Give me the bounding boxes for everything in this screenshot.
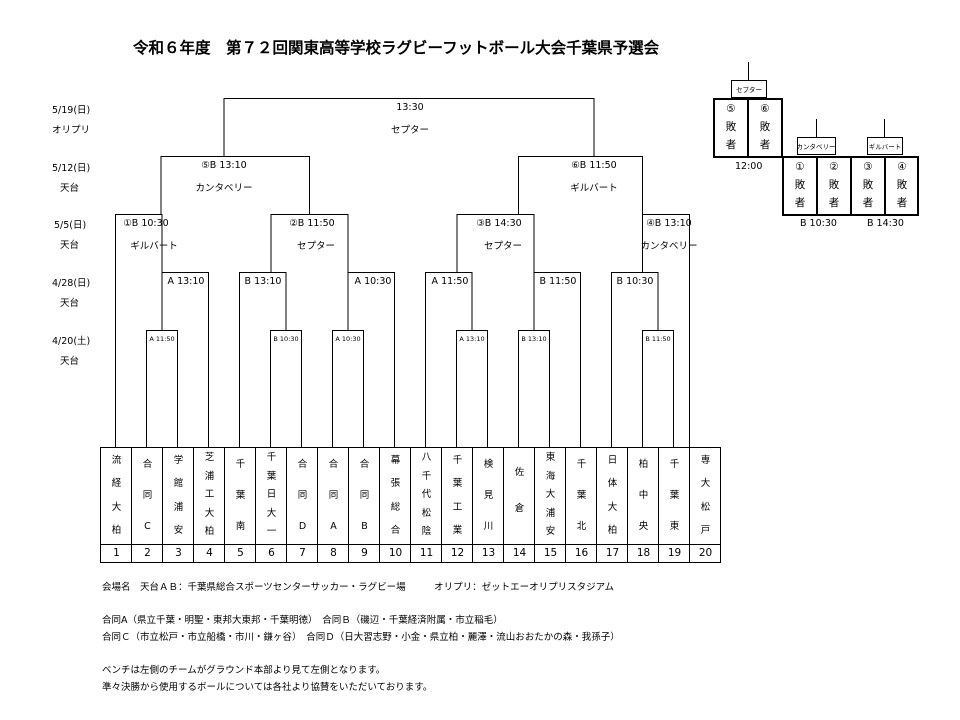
team-name: 八千代松陰 <box>421 452 432 538</box>
team-number: 13 <box>481 547 496 559</box>
page-title: 令和６年度 第７２回関東高等学校ラグビーフットボール大会千葉県予選会 <box>133 39 660 57</box>
team-name: 専大松戸 <box>700 455 711 536</box>
team-name: 流経大柏 <box>111 455 122 536</box>
round2-venue: 天台 <box>60 298 80 309</box>
semifinal-6-time: ⑥B 11:50 <box>571 160 617 171</box>
quarterfinal-4-ball: カンタベリー <box>640 241 698 252</box>
final-venue: オリプリ <box>52 125 91 136</box>
team-number: 16 <box>574 547 589 559</box>
consolation-12-time: B 10:30 <box>800 218 837 229</box>
team-number: 7 <box>299 547 306 559</box>
team-number: 19 <box>667 547 682 559</box>
team-name: 柏中央 <box>638 459 649 532</box>
quarterfinal-date: 5/5(日) <box>54 220 87 231</box>
team-name: 千葉東 <box>669 459 680 532</box>
team-name: 学館浦安 <box>173 455 184 536</box>
semifinal-6-ball: ギルバート <box>570 183 618 194</box>
final-time: 13:30 <box>396 102 424 113</box>
round2-match-time: B 11:50 <box>539 276 577 287</box>
team-number: 10 <box>388 547 403 559</box>
quarterfinal-venue: 天台 <box>60 240 80 251</box>
venue-note: 会場名 天台ＡＢ：千葉県総合スポーツセンターサッカー・ラグビー場 オリプリ：ゼッ… <box>102 582 614 593</box>
quarterfinal-1-ball: ギルバート <box>130 241 178 252</box>
semifinal-5-time: ⑤B 13:10 <box>201 160 247 171</box>
round1-date: 4/20(土) <box>52 336 91 347</box>
round2-match-time: A 11:50 <box>431 276 469 287</box>
quarterfinal-2-ball: セプター <box>296 241 336 252</box>
consolation-56-ball: セプター <box>736 86 762 94</box>
team-number: 4 <box>206 547 213 559</box>
consolation-12-ball: カンタベリー <box>796 143 836 151</box>
team-number: 12 <box>450 547 465 559</box>
team-number: 17 <box>605 547 620 559</box>
team-number: 20 <box>698 547 713 559</box>
round1-match-time: A 13:10 <box>459 335 485 343</box>
consolation-56-time: 12:00 <box>735 161 763 172</box>
bench-note: ベンチは左側のチームがグラウンド本部より見て左側となります。 <box>102 665 386 676</box>
team-number: 15 <box>543 547 558 559</box>
team-number: 5 <box>237 547 244 559</box>
team-number: 6 <box>268 547 275 559</box>
team-name: 芝浦工大柏 <box>204 452 215 538</box>
final-ball: セプター <box>390 125 430 136</box>
joint-team-ab-note: 合同A（県立千葉・明聖・東邦大東邦・千葉明徳） 合同Ｂ（磯辺・千葉経済附属・市立… <box>102 615 503 626</box>
round1-match-time: A 10:30 <box>335 335 361 343</box>
team-name: 幕張総合 <box>390 455 401 536</box>
consolation-34-time: B 14:30 <box>867 218 904 229</box>
quarterfinal-2-time: ②B 11:50 <box>289 218 335 229</box>
consolation-34-ball: ギルバート <box>868 143 902 151</box>
joint-team-cd-note: 合同Ｃ（市立松戸・市立船橋・市川・鎌ヶ谷） 合同Ｄ（日大習志野・小金・県立柏・麗… <box>102 632 620 643</box>
quarterfinal-4-time: ④B 13:10 <box>646 218 692 229</box>
semifinal-venue: 天台 <box>60 183 80 194</box>
round2-match-time: B 10:30 <box>616 276 654 287</box>
round2-match-time: A 10:30 <box>354 276 392 287</box>
quarterfinal-3-time: ③B 14:30 <box>476 218 522 229</box>
team-number: 14 <box>512 547 527 559</box>
team-name: 千葉工業 <box>452 455 463 536</box>
team-name: 日体大柏 <box>607 455 618 536</box>
team-number: 1 <box>113 547 120 559</box>
round2-match-time: A 13:10 <box>167 276 205 287</box>
team-number: 2 <box>144 547 151 559</box>
round1-match-time: B 10:30 <box>273 335 299 343</box>
team-number: 11 <box>419 547 434 559</box>
team-name: 検見川 <box>483 459 494 532</box>
team-name: 千葉南 <box>235 459 246 532</box>
round1-venue: 天台 <box>60 356 80 367</box>
ball-sponsor-note: 準々決勝から使用するボールについては各社より協賛をいただいております。 <box>102 682 433 693</box>
team-name: 千葉北 <box>576 459 587 532</box>
team-number: 3 <box>175 547 182 559</box>
team-number: 9 <box>361 547 368 559</box>
round2-match-time: B 13:10 <box>244 276 282 287</box>
team-number: 8 <box>330 547 337 559</box>
team-name: 佐倉 <box>514 467 525 514</box>
quarterfinal-3-ball: セプター <box>483 241 523 252</box>
semifinal-5-ball: カンタベリー <box>195 183 253 194</box>
round1-match-time: B 13:10 <box>521 335 547 343</box>
semifinal-date: 5/12(日) <box>52 163 91 174</box>
round1-match-time: A 11:50 <box>149 335 175 343</box>
team-name: 東海大浦安 <box>545 452 556 538</box>
round2-date: 4/28(日) <box>52 278 91 289</box>
team-name: 千葉日大一 <box>266 452 277 538</box>
final-date: 5/19(日) <box>52 105 91 116</box>
quarterfinal-1-time: ①B 10:30 <box>123 218 169 229</box>
round1-match-time: B 11:50 <box>645 335 671 343</box>
team-number: 18 <box>636 547 651 559</box>
